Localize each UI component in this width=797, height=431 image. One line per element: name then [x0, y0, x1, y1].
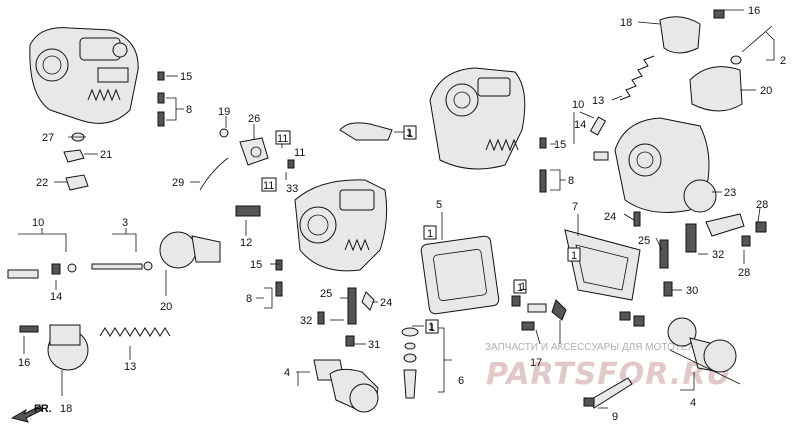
callout-number: 33 [286, 183, 298, 195]
callout-number: 15 [180, 71, 192, 83]
callout-number: 27 [42, 132, 54, 144]
callout-number: 18 [60, 403, 72, 415]
callout-number: 1 [428, 321, 434, 333]
callout-number: 5 [436, 199, 442, 211]
boxed-label: 1 [571, 250, 577, 262]
callout-number: 1 [406, 127, 412, 139]
callout-number: 16 [748, 5, 760, 17]
callout-number: 15 [554, 139, 566, 151]
callout-number: 10 [32, 217, 44, 229]
callout-number: 14 [574, 119, 586, 131]
small-parts-lower-right [583, 317, 741, 409]
callout-number: 32 [300, 315, 312, 327]
callout-number: 11 [294, 147, 305, 159]
callout-number: 8 [568, 175, 574, 187]
boxed-label: 1 [427, 228, 433, 240]
callout-number: 25 [638, 235, 650, 247]
callout-number: 16 [18, 357, 30, 369]
callout-number: 31 [368, 339, 380, 351]
callout-number: 19 [218, 106, 230, 118]
callout-number: 2 [780, 55, 786, 67]
callout-number: 1 [520, 281, 526, 293]
callout-number: 12 [240, 237, 252, 249]
boxed-label: 11 [277, 133, 288, 145]
callout-number: 28 [738, 267, 750, 279]
callout-number: 20 [760, 85, 772, 97]
callout-number: 9 [612, 411, 618, 423]
gasket-top [339, 122, 393, 141]
front-direction-arrow: FR. [10, 403, 52, 423]
front-arrow-label: FR. [34, 403, 52, 415]
callout-number: 18 [620, 17, 632, 29]
callout-number: 23 [724, 187, 736, 199]
float-bowl-center [420, 235, 567, 331]
callout-number: 30 [686, 285, 698, 297]
callout-numbers: 15 8 27 21 22 19 26 29 33 11 10 3 14 20 … [18, 5, 786, 423]
callout-number: 15 [250, 259, 262, 271]
small-parts-left [63, 71, 295, 191]
leader-lines [18, 9, 775, 409]
boxed-reference-labels: 1 1 11 11 1 1 1 [261, 125, 581, 334]
callout-number: 24 [380, 297, 392, 309]
callout-number: 14 [50, 291, 62, 303]
carburetor-assembly-right [593, 117, 767, 297]
callout-number: 32 [712, 249, 724, 261]
callout-number: 3 [122, 217, 128, 229]
carburetor-assembly-center [235, 179, 388, 347]
callout-number: 28 [756, 199, 768, 211]
callout-number: 8 [186, 104, 192, 116]
callout-number: 26 [248, 113, 260, 125]
callout-number: 21 [100, 149, 112, 161]
callout-number: 20 [160, 301, 172, 313]
carburetor-top-parts-right [589, 9, 773, 136]
watermark-caption: ЗАПЧАСТИ И АКСЕССУАРЫ ДЛЯ МОТОТЕХНИКИ [485, 342, 722, 353]
boxed-label: 1 [429, 322, 435, 334]
callout-number: 7 [572, 201, 578, 213]
callout-number: 22 [36, 177, 48, 189]
callout-number: 29 [172, 177, 184, 189]
callout-number: 8 [246, 293, 252, 305]
float-bowl-right [564, 229, 645, 327]
boxed-label: 1 [407, 128, 413, 140]
callout-number: 4 [690, 397, 696, 409]
boxed-label: 1 [517, 282, 523, 294]
callout-number: 13 [124, 361, 136, 373]
callout-number: 4 [284, 367, 290, 379]
callout-number: 24 [604, 211, 616, 223]
callout-number: 13 [592, 95, 604, 107]
carburetor-assembly-left [29, 27, 139, 124]
carburetor-assembly-top-right [429, 67, 547, 193]
callout-number: 10 [572, 99, 584, 111]
callout-number: 17 [530, 357, 542, 369]
boxed-label: 11 [263, 180, 274, 192]
small-parts-lower-left [7, 231, 221, 371]
watermark-logo: PARTSFOR.RU [486, 357, 732, 392]
callout-number: 6 [458, 375, 464, 387]
callout-number: 25 [320, 288, 332, 300]
needle-jet-parts [313, 327, 419, 413]
